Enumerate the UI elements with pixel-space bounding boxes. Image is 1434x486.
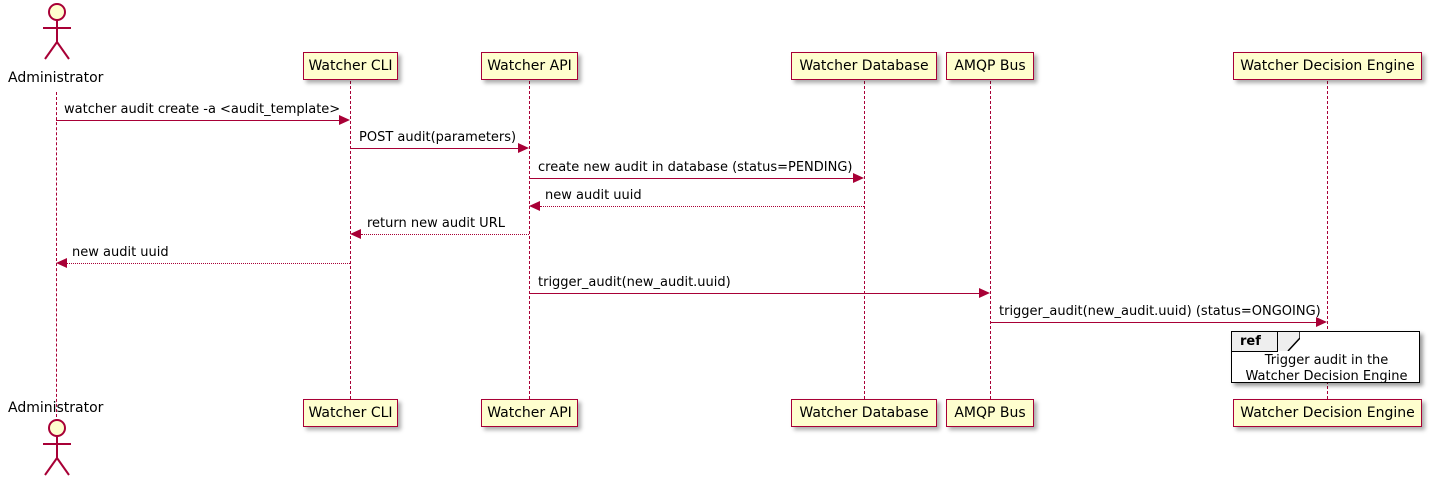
message-arrowhead-1	[339, 115, 350, 125]
lifeline-amqp-bus	[990, 81, 991, 399]
message-arrowhead-6	[56, 258, 67, 268]
message-line-3	[529, 178, 853, 179]
participant-watcher-database-top[interactable]: Watcher Database	[791, 52, 937, 80]
actor-icon-bottom	[32, 418, 82, 484]
ref-fragment-line-2: Watcher Decision Engine	[1245, 369, 1408, 384]
message-label-8: trigger_audit(new_audit.uuid) (status=ON…	[999, 304, 1321, 319]
participant-label: Watcher Decision Engine	[1240, 405, 1415, 421]
stick-figure-actor-icon	[43, 3, 71, 60]
participant-amqp-bus-top[interactable]: AMQP Bus	[946, 52, 1034, 80]
message-label-6: new audit uuid	[72, 245, 169, 260]
participant-label: Watcher API	[487, 58, 572, 74]
actor-label-top: Administrator	[8, 70, 104, 86]
participant-label: AMQP Bus	[954, 58, 1026, 74]
message-arrowhead-7	[979, 288, 990, 298]
participant-watcher-cli-top[interactable]: Watcher CLI	[303, 52, 398, 80]
message-line-6	[67, 263, 350, 264]
message-label-4: new audit uuid	[545, 188, 642, 203]
actor-label-bottom: Administrator	[8, 400, 104, 416]
message-line-5	[361, 234, 529, 235]
lifeline-watcher-api	[529, 81, 530, 399]
message-label-5: return new audit URL	[367, 216, 505, 231]
participant-label: Watcher Database	[799, 405, 929, 421]
message-line-1	[56, 120, 341, 121]
participant-label: Watcher API	[487, 405, 572, 421]
participant-watcher-database-bottom[interactable]: Watcher Database	[791, 399, 937, 427]
ref-tab-corner-icon	[1278, 332, 1300, 351]
stick-figure-actor-icon	[43, 419, 71, 476]
participant-watcher-cli-bottom[interactable]: Watcher CLI	[303, 399, 398, 427]
message-label-2: POST audit(parameters)	[359, 130, 517, 145]
message-label-7: trigger_audit(new_audit.uuid)	[538, 275, 731, 290]
message-arrowhead-8	[1316, 317, 1327, 327]
ref-fragment-line-1: Trigger audit in the	[1264, 353, 1389, 368]
participant-watcher-api-bottom[interactable]: Watcher API	[481, 399, 578, 427]
participant-label: Watcher CLI	[308, 405, 393, 421]
message-line-7	[529, 293, 979, 294]
ref-fragment-tab: ref	[1232, 332, 1278, 352]
message-label-3: create new audit in database (status=PEN…	[538, 160, 853, 175]
ref-fragment-tab-label: ref	[1240, 334, 1261, 349]
lifeline-watcher-database	[864, 81, 865, 399]
lifeline-watcher-cli	[350, 81, 351, 399]
participant-label: AMQP Bus	[954, 405, 1026, 421]
participant-label: Watcher Decision Engine	[1240, 58, 1415, 74]
actor-icon-top	[32, 2, 82, 68]
lifeline-watcher-decision-engine	[1327, 81, 1328, 399]
participant-amqp-bus-bottom[interactable]: AMQP Bus	[946, 399, 1034, 427]
participant-watcher-decision-engine-top[interactable]: Watcher Decision Engine	[1233, 52, 1422, 80]
message-line-4	[540, 206, 864, 207]
message-arrowhead-3	[853, 173, 864, 183]
message-arrowhead-5	[350, 229, 361, 239]
participant-label: Watcher CLI	[308, 58, 393, 74]
participant-watcher-decision-engine-bottom[interactable]: Watcher Decision Engine	[1233, 399, 1422, 427]
message-label-1: watcher audit create -a <audit_template>	[64, 102, 341, 117]
participant-watcher-api-top[interactable]: Watcher API	[481, 52, 578, 80]
message-line-8	[990, 322, 1316, 323]
message-arrowhead-2	[518, 143, 529, 153]
lifeline-administrator	[56, 92, 57, 422]
participant-label: Watcher Database	[799, 58, 929, 74]
message-line-2	[350, 148, 518, 149]
message-arrowhead-4	[529, 201, 540, 211]
ref-fragment: ref Trigger audit in the Watcher Decisio…	[1231, 331, 1420, 384]
